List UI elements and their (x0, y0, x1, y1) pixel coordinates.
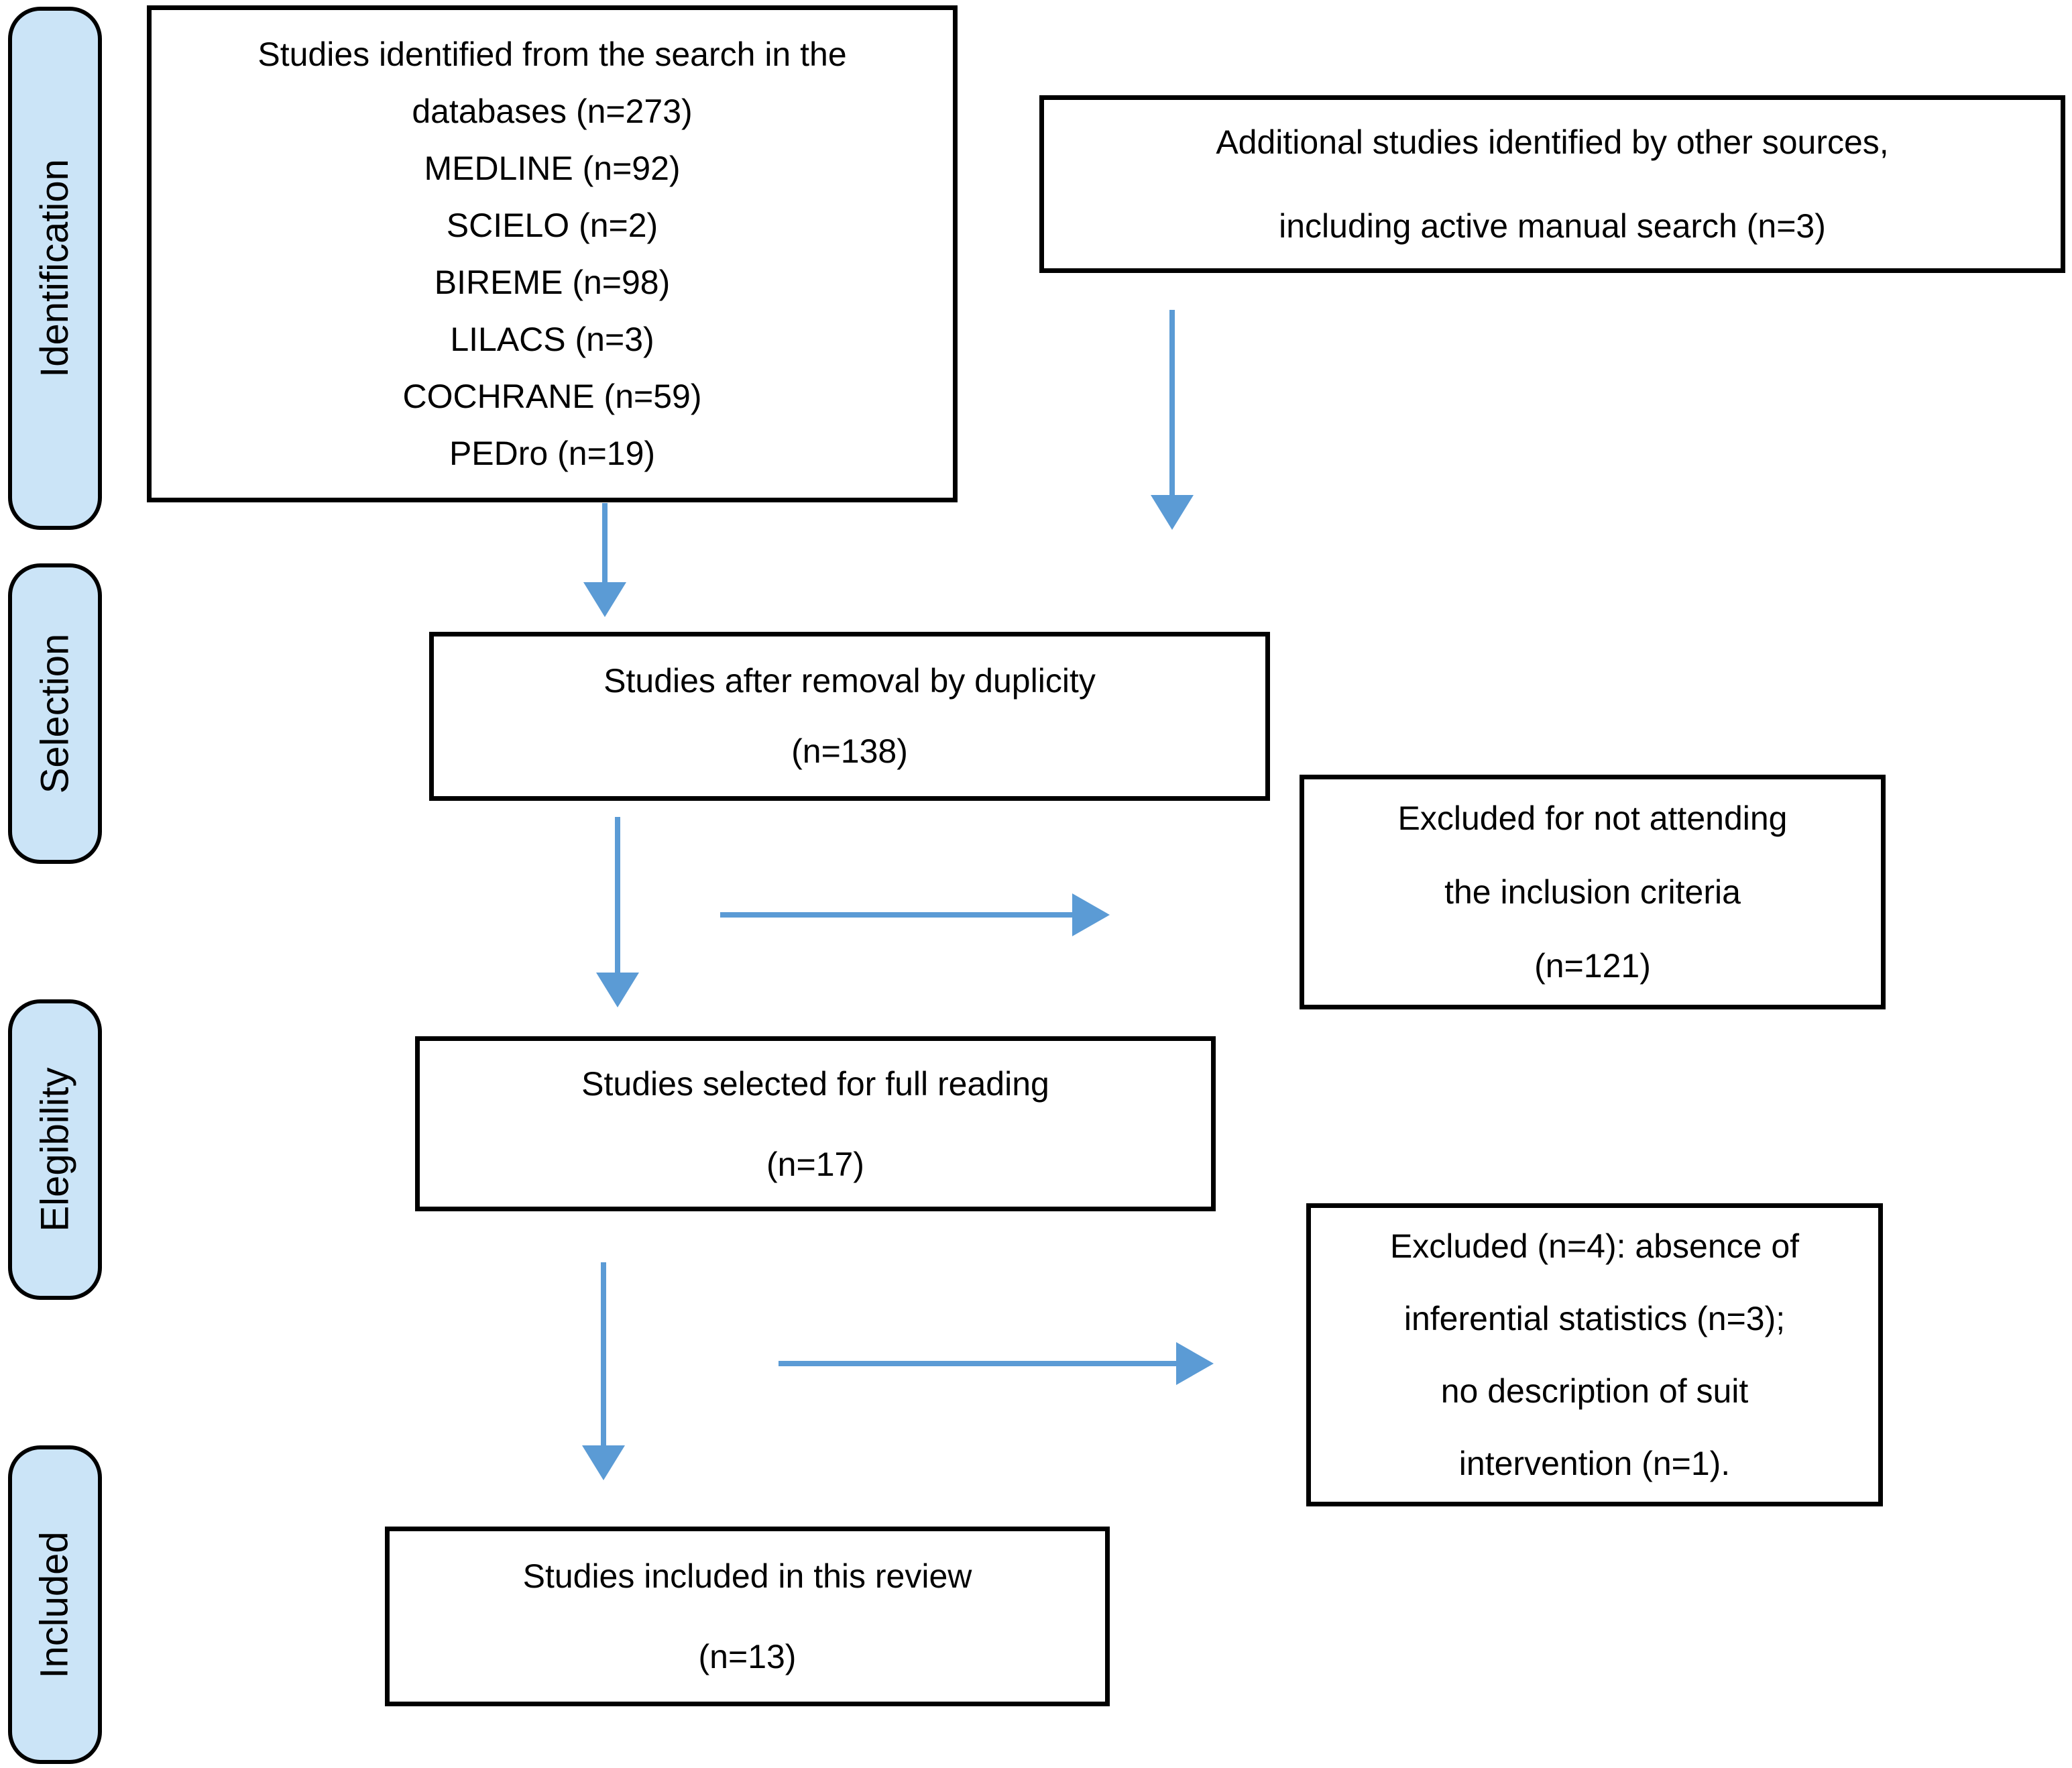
box-text-line: Studies identified from the search in th… (257, 35, 847, 73)
arrow-down-icon (1151, 495, 1194, 530)
arrow-down-icon (596, 973, 639, 1007)
box-selected-full-reading: Studies selected for full reading (n=17) (415, 1036, 1216, 1211)
box-text-line: Excluded (n=4): absence of (1389, 1227, 1800, 1265)
box-text-line: PEDro (n=19) (449, 434, 656, 472)
box-text-line: (n=13) (698, 1638, 797, 1675)
box-text-line: SCIELO (n=2) (446, 206, 658, 244)
box-text-line: intervention (n=1). (1458, 1445, 1731, 1482)
box-excluded-full-reading: Excluded (n=4): absence of inferential s… (1306, 1203, 1883, 1506)
box-after-duplicate-removal: Studies after removal by duplicity (n=13… (429, 632, 1270, 801)
arrow-stem (1169, 310, 1175, 495)
arrow-down-icon (582, 1445, 625, 1480)
arrow-stem (779, 1361, 1176, 1366)
arrow-stem (602, 503, 608, 582)
stage-elegibility-label: Elegibility (33, 1067, 76, 1232)
box-text-line: databases (n=273) (412, 92, 693, 130)
stage-identification: Identification (8, 7, 102, 530)
box-text-line: including active manual search (n=3) (1279, 207, 1826, 245)
box-text-line: BIREME (n=98) (434, 263, 671, 301)
box-text-line: inferential statistics (n=3); (1403, 1300, 1786, 1337)
stage-included-label: Included (33, 1531, 77, 1679)
box-text-line: (n=121) (1534, 947, 1651, 985)
arrow-stem (720, 912, 1072, 918)
box-text-line: the inclusion criteria (1444, 873, 1741, 911)
stage-selection: Selection (8, 563, 102, 864)
box-text-line: Studies selected for full reading (581, 1064, 1049, 1103)
box-text-line: (n=138) (791, 732, 908, 770)
stage-included: Included (8, 1445, 102, 1764)
box-text-line: Excluded for not attending (1397, 799, 1788, 837)
box-included-in-review: Studies included in this review (n=13) (385, 1527, 1110, 1706)
box-text-line: COCHRANE (n=59) (402, 377, 702, 415)
box-text-line: Studies included in this review (522, 1557, 972, 1595)
box-text-line: Additional studies identified by other s… (1216, 123, 1889, 161)
stage-identification-label: Identification (33, 159, 76, 378)
stage-selection-label: Selection (33, 633, 77, 794)
box-additional-studies: Additional studies identified by other s… (1039, 95, 2065, 273)
arrow-full-reading-to-included (582, 1262, 625, 1480)
arrow-down-icon (583, 582, 626, 617)
arrow-to-excluded-full-reading (779, 1342, 1214, 1385)
arrow-stem (601, 1262, 606, 1445)
stage-elegibility: Elegibility (8, 999, 102, 1300)
box-text-line: (n=17) (766, 1145, 864, 1183)
arrow-to-excluded-inclusion (720, 893, 1110, 936)
arrow-additional-to-duplicity (1151, 310, 1194, 530)
box-text-line: LILACS (n=3) (450, 320, 654, 358)
arrow-stem (615, 817, 620, 973)
box-identified-studies: Studies identified from the search in th… (147, 5, 958, 502)
arrow-duplicity-to-full-reading (596, 817, 639, 1007)
box-text-line: MEDLINE (n=92) (424, 149, 681, 187)
box-text-line: Studies after removal by duplicity (603, 662, 1096, 700)
arrow-right-icon (1072, 893, 1110, 936)
arrow-right-icon (1176, 1342, 1214, 1385)
arrow-identified-to-duplicity (583, 503, 626, 617)
box-excluded-inclusion-criteria: Excluded for not attending the inclusion… (1300, 775, 1886, 1009)
box-text-line: no description of suit (1440, 1372, 1749, 1410)
